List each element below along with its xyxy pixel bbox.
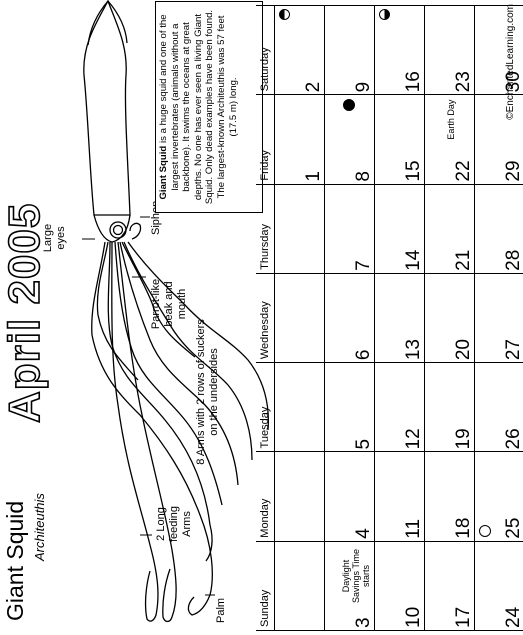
day-cell: 16 <box>374 5 425 95</box>
day-cell: 26 <box>474 362 523 452</box>
day-cell: 5 <box>324 362 375 452</box>
label-large-eyes: Large eyes <box>42 223 67 253</box>
day-cell: 7 <box>324 184 375 274</box>
weekday-header: Sunday Monday Tuesday Wednesday Thursday… <box>256 5 275 631</box>
weekday-sunday: Sunday <box>256 541 275 631</box>
weekday-wednesday: Wednesday <box>256 273 275 363</box>
day-cell: 6 <box>324 273 375 363</box>
day-number: 29 <box>503 160 523 182</box>
weekday-tuesday: Tuesday <box>256 362 275 452</box>
day-number: 4 <box>353 528 374 539</box>
day-number: 24 <box>503 606 523 628</box>
day-cell: 17 <box>424 541 475 631</box>
day-number: 12 <box>403 428 424 450</box>
day-number: 18 <box>453 517 474 539</box>
day-number: 7 <box>353 260 374 271</box>
weekday-monday: Monday <box>256 451 275 542</box>
label-palm: Palm <box>215 597 227 623</box>
day-number: 8 <box>353 171 374 182</box>
day-number: 22 <box>453 160 474 182</box>
day-cell: 1 <box>274 94 325 185</box>
info-box: Giant Squid is a huge squid and one of t… <box>155 1 263 213</box>
day-number: 13 <box>403 339 424 361</box>
day-cell: 19 <box>424 362 475 452</box>
info-bold: Giant Squid <box>158 145 169 200</box>
day-cell: 28 <box>474 184 523 274</box>
label-beak: Parrot-like beak and mouth <box>150 278 188 330</box>
day-cell <box>274 184 325 274</box>
day-number: 17 <box>453 606 474 628</box>
day-number: 5 <box>353 438 374 450</box>
full-moon-icon <box>343 99 355 112</box>
day-number: 25 <box>503 517 523 539</box>
week-row: 3 Daylight Savings Time starts 4 5 6 7 8… <box>324 5 375 631</box>
day-number: 27 <box>503 339 523 361</box>
day-cell: 21 <box>424 184 475 274</box>
day-cell: 25 <box>474 451 523 542</box>
day-cell <box>274 451 325 542</box>
day-number: 26 <box>503 428 523 450</box>
day-cell: 22 Earth Day <box>424 94 475 185</box>
label-feeding-arms: 2 Long feeding Arms <box>155 505 193 543</box>
day-number: 23 <box>453 71 474 93</box>
label-arms: 8 Arms with 2 rows of suckers on the und… <box>195 319 220 465</box>
day-cell <box>274 541 325 631</box>
week-row: 1 2 <box>274 5 325 631</box>
day-number: 10 <box>403 606 424 628</box>
day-cell: 10 <box>374 541 425 631</box>
day-cell: 20 <box>424 273 475 363</box>
day-cell: 15 <box>374 94 425 185</box>
calendar-grid: Sunday Monday Tuesday Wednesday Thursday… <box>256 5 523 631</box>
day-number: 20 <box>453 339 474 361</box>
day-cell <box>274 362 325 452</box>
week-row: 10 11 12 13 14 15 16 <box>374 5 425 631</box>
day-number: 14 <box>403 249 424 271</box>
first-quarter-moon-icon <box>279 9 290 20</box>
day-cell: 23 <box>424 5 475 95</box>
day-number: 16 <box>403 71 424 93</box>
month-calendar: Sunday Monday Tuesday Wednesday Thursday… <box>256 5 523 631</box>
day-number: 15 <box>403 160 424 182</box>
day-number: 1 <box>303 171 324 182</box>
weekday-friday: Friday <box>256 94 275 185</box>
day-cell: 27 <box>474 273 523 363</box>
day-cell <box>274 273 325 363</box>
day-cell: 14 <box>374 184 425 274</box>
info-text: is a huge squid and one of the largest i… <box>158 9 239 205</box>
day-number: 28 <box>503 249 523 271</box>
day-number: 3 <box>353 617 374 628</box>
weekday-thursday: Thursday <box>256 184 275 274</box>
day-cell: 13 <box>374 273 425 363</box>
day-cell: 12 <box>374 362 425 452</box>
day-cell: 3 Daylight Savings Time starts <box>324 541 375 631</box>
day-cell: 11 <box>374 451 425 542</box>
day-cell: 8 <box>324 94 375 185</box>
day-cell: 24 <box>474 541 523 631</box>
new-moon-icon <box>479 524 491 537</box>
day-number: 9 <box>353 81 374 93</box>
note-earth-day: Earth Day <box>446 99 456 140</box>
last-quarter-moon-icon <box>379 9 390 20</box>
day-number: 21 <box>453 249 474 271</box>
day-number: 6 <box>353 349 374 361</box>
day-cell: 2 <box>274 5 325 95</box>
copyright-notice: ©EnchantedLearning.com <box>505 4 516 120</box>
note-daylight-savings: Daylight Savings Time starts <box>341 548 371 604</box>
day-cell: 4 <box>324 451 375 542</box>
day-number: 11 <box>403 518 424 539</box>
day-number: 19 <box>453 428 474 450</box>
day-cell: 18 <box>424 451 475 542</box>
day-number: 2 <box>303 81 324 93</box>
day-cell: 9 <box>324 5 375 95</box>
weekday-saturday: Saturday <box>256 5 275 95</box>
week-row: 17 18 19 20 21 22 Earth Day 23 <box>424 5 475 631</box>
